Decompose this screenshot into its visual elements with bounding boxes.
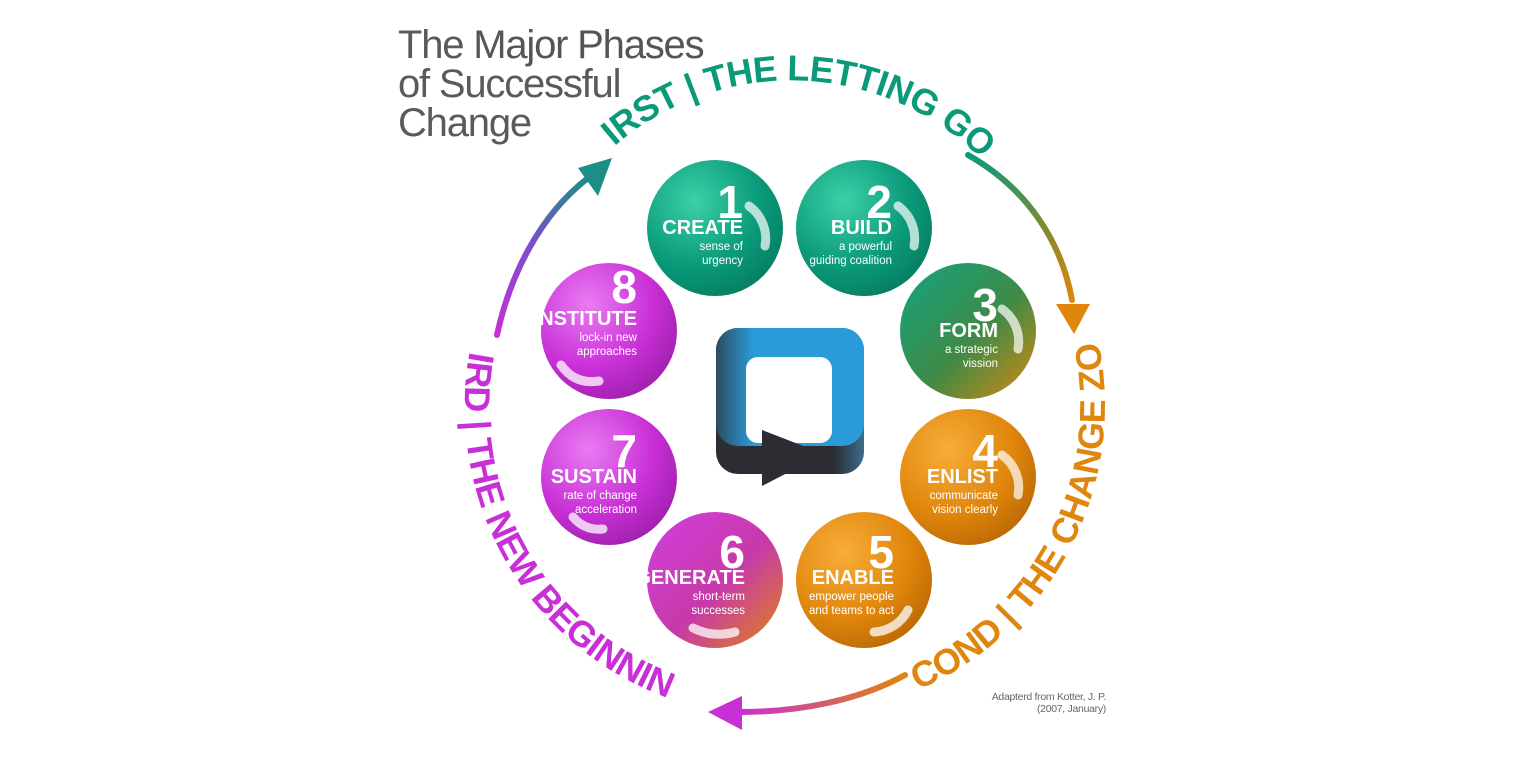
step-1-line-1: sense of — [700, 241, 744, 253]
step-3-gloss — [997, 304, 1024, 354]
arrow-right-icon — [1056, 304, 1090, 334]
step-1: 1 CREATE sense of urgency — [647, 160, 783, 296]
step-2-circle — [796, 160, 932, 296]
step-8-line-1: lock-in new — [579, 332, 637, 344]
phase-first-text: FIRST | THE LETTING GO — [0, 0, 1004, 165]
step-4-gloss — [997, 450, 1024, 500]
step-8-line-2: approaches — [577, 346, 637, 358]
step-5-number: 5 — [868, 526, 894, 578]
step-6-heading: GENERATE — [635, 567, 745, 589]
step-1-line-2: urgency — [702, 255, 743, 267]
logo-play-arrow-icon — [762, 430, 824, 486]
arrow-bottom-icon — [708, 696, 742, 730]
step-5-line-1: empower people — [809, 591, 894, 603]
step-7-number: 7 — [611, 425, 637, 477]
step-2-line-2: guiding coalition — [810, 255, 892, 267]
step-5-gloss — [869, 605, 913, 637]
step-3-number: 3 — [972, 279, 998, 331]
step-4-number: 4 — [972, 425, 998, 477]
step-7-circle — [541, 409, 677, 545]
step-7-gloss — [568, 512, 608, 534]
step-7-heading: SUSTAIN — [551, 466, 637, 488]
source-credit: Adapterd from Kotter, J. P. (2007, Janua… — [940, 691, 1107, 715]
title-light-text: The — [398, 23, 474, 67]
chat-bubble-play-logo-icon — [716, 328, 864, 486]
step-1-heading: CREATE — [662, 217, 743, 239]
step-3-circle — [900, 263, 1036, 399]
step-8-circle — [541, 263, 677, 399]
step-4-line-1: communicate — [930, 490, 998, 502]
step-1-gloss — [744, 201, 771, 251]
step-6: 6 GENERATE short-term successes — [635, 512, 783, 648]
title-line-3: Change — [398, 101, 532, 145]
title-bold-text: Major Phases — [473, 23, 704, 67]
title-line-1: The Major Phases — [398, 23, 705, 67]
step-2-number: 2 — [866, 176, 892, 228]
step-2-line-1: a powerful — [839, 241, 892, 253]
step-5-line-2: and teams to act — [809, 605, 895, 617]
logo-white-screen — [746, 357, 832, 443]
step-2-gloss — [893, 201, 920, 251]
arc-bottom — [737, 672, 908, 715]
step-6-gloss — [688, 623, 740, 639]
step-6-number: 6 — [719, 526, 745, 578]
step-4-heading: ENLIST — [927, 466, 998, 488]
step-8-number: 8 — [611, 261, 637, 313]
step-5-circle — [796, 512, 932, 648]
step-6-line-1: short-term — [693, 591, 745, 603]
step-1-number: 1 — [717, 176, 743, 228]
step-5: 5 ENABLE empower people and teams to act — [796, 512, 932, 648]
step-3: 3 FORM a strategic vission — [900, 263, 1036, 399]
credit-line-1: Adapterd from Kotter, J. P. — [991, 691, 1107, 703]
step-4: 4 ENLIST communicate vision clearly — [900, 409, 1036, 545]
step-4-circle — [900, 409, 1036, 545]
arrow-left-icon — [578, 158, 612, 196]
arc-left — [494, 175, 591, 338]
step-circles: 1 CREATE sense of urgency 2 BUILD a powe… — [534, 160, 1036, 648]
credit-line-2: (2007, January) — [1036, 703, 1106, 715]
step-4-line-2: vision clearly — [932, 504, 998, 516]
step-6-circle — [647, 512, 783, 648]
arc-right — [965, 152, 1075, 303]
phase-first-label: FIRST | THE LETTING GO — [0, 0, 1004, 165]
step-8-heading: INSTITUTE — [534, 308, 637, 330]
step-7-line-2: acceleration — [575, 504, 637, 516]
step-1-circle — [647, 160, 783, 296]
step-2-heading: BUILD — [831, 217, 892, 239]
step-5-heading: ENABLE — [812, 567, 894, 589]
title-line-2: of Successful — [398, 62, 621, 106]
page-title: The Major Phases of Successful Change — [398, 23, 705, 145]
step-8: 8 INSTITUTE lock-in new approaches — [534, 261, 677, 399]
step-3-line-2: vission — [963, 358, 998, 370]
step-7: 7 SUSTAIN rate of change acceleration — [541, 409, 677, 545]
step-2: 2 BUILD a powerful guiding coalition — [796, 160, 932, 296]
step-3-line-1: a strategic — [945, 344, 998, 356]
step-3-heading: FORM — [939, 320, 998, 342]
cycle-ring — [494, 152, 1090, 730]
step-6-line-2: successes — [691, 605, 745, 617]
step-7-line-1: rate of change — [563, 490, 637, 502]
step-8-gloss — [556, 360, 604, 387]
